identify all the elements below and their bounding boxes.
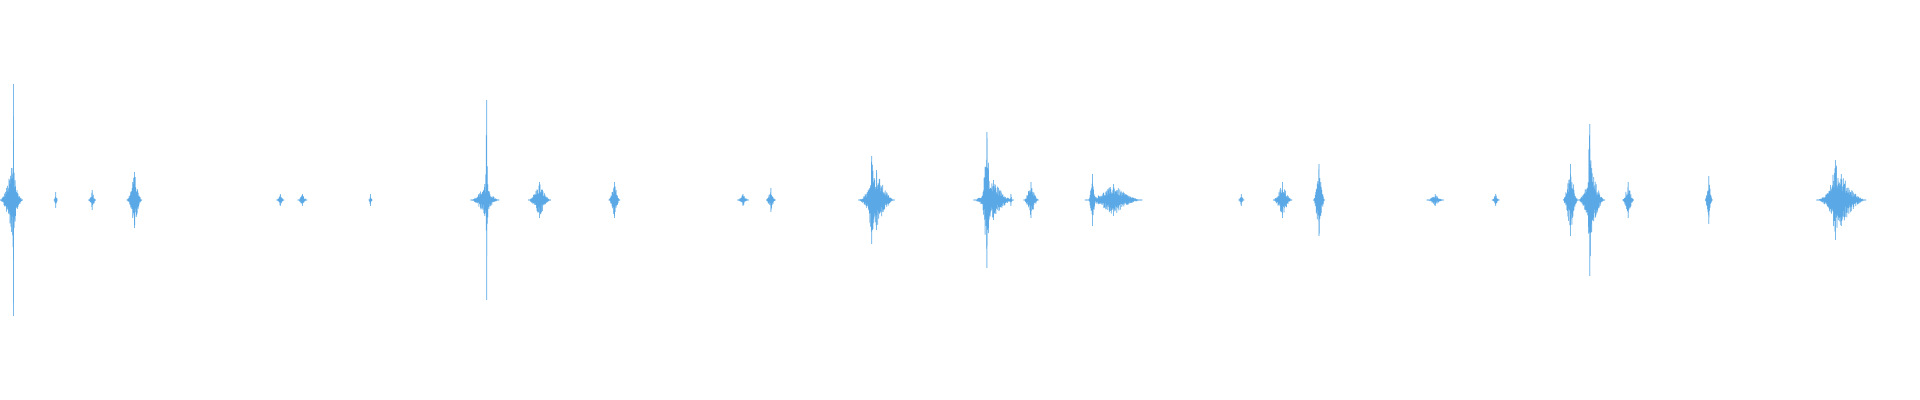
waveform-burst: [368, 194, 373, 206]
waveform-burst: [88, 190, 97, 210]
waveform-burst: [1023, 182, 1039, 218]
waveform-burst: [471, 184, 499, 216]
waveform-burst: [1586, 124, 1594, 276]
waveform-burst: [608, 182, 620, 218]
waveform-burst: [766, 188, 776, 212]
waveform-burst: [528, 182, 551, 218]
waveform-burst: [1563, 164, 1579, 236]
waveform-burst: [1427, 194, 1444, 206]
waveform-burst: [130, 180, 139, 220]
waveform-burst: [1238, 194, 1245, 206]
waveform-burst: [1088, 174, 1097, 226]
waveform-burst: [276, 194, 284, 206]
waveform-bursts: [0, 84, 1867, 316]
waveform-burst: [1622, 182, 1634, 218]
waveform-burst: [737, 194, 749, 206]
waveform-burst: [866, 156, 878, 244]
waveform-burst: [1009, 194, 1013, 206]
waveform-burst: [53, 192, 58, 208]
waveform-burst: [12, 84, 15, 316]
waveform-burst: [974, 180, 1014, 220]
waveform-burst: [1824, 160, 1847, 240]
waveform-burst: [484, 100, 489, 300]
waveform-burst: [1491, 194, 1500, 206]
waveform-burst: [297, 194, 307, 206]
waveform-burst: [1313, 164, 1325, 236]
waveform-burst: [981, 132, 993, 268]
waveform-burst: [1273, 182, 1292, 218]
waveform-burst: [1705, 176, 1713, 224]
